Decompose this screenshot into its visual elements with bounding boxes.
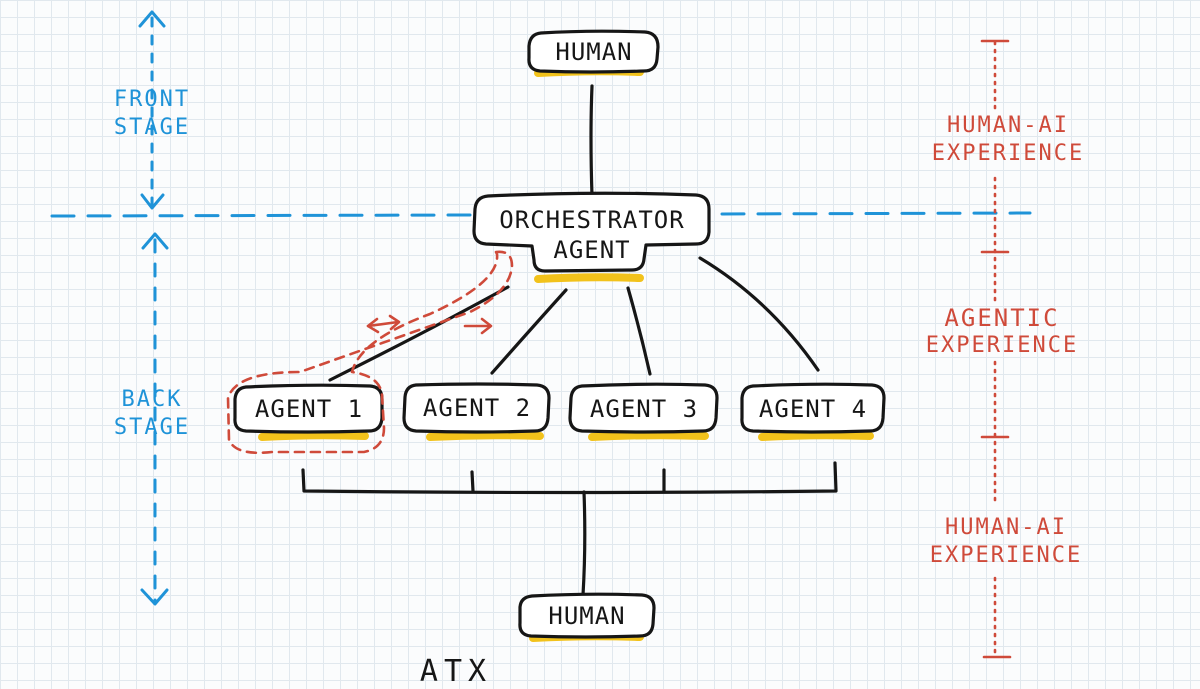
back-stage-label: BACK STAGE (92, 386, 212, 442)
human-ai-experience-bottom-line1: HUMAN-AI (945, 515, 1067, 540)
front-stage-line1: FRONT (113, 87, 191, 112)
agentic-experience-label: AGENTIC EXPERIENCE (902, 304, 1102, 360)
human-to-orchestrator-line (589, 84, 594, 198)
human-ai-experience-top-label: HUMAN-AI EXPERIENCE (908, 112, 1108, 168)
orchestrator-agent-node: ORCHESTRATOR AGENT (474, 200, 710, 270)
human-ai-experience-bottom-label: HUMAN-AI EXPERIENCE (906, 514, 1106, 570)
human-ai-experience-bottom-line2: EXPERIENCE (929, 543, 1083, 568)
human-bottom-label: HUMAN (548, 602, 626, 630)
agent-4-label: AGENT 4 (758, 394, 868, 423)
diagram-canvas (50, 10, 1032, 659)
agent-4-node: AGENT 4 (742, 388, 884, 429)
front-stage-label: FRONT STAGE (92, 86, 212, 142)
agentic-experience-line1: AGENTIC (944, 304, 1060, 332)
back-stage-line1: BACK (121, 387, 183, 412)
connector-lines (301, 84, 838, 597)
agent-2-node: AGENT 2 (405, 387, 549, 429)
orchestrator-to-agent4-line (698, 256, 820, 372)
orchestrator-to-agent3-line (626, 286, 652, 376)
agent-1-label: AGENT 1 (254, 395, 364, 423)
human-ai-experience-top-line2: EXPERIENCE (931, 141, 1085, 166)
footer-partial-text: ATX (396, 654, 516, 689)
human-bottom-node: HUMAN (520, 597, 654, 635)
agentic-experience-line2: EXPERIENCE (925, 333, 1079, 358)
bracket-to-human-line (581, 490, 587, 597)
back-stage-line2: STAGE (113, 415, 191, 440)
agent-2-label: AGENT 2 (422, 394, 532, 422)
human-top-label: HUMAN (555, 38, 633, 66)
agent-1-node: AGENT 1 (236, 389, 382, 429)
front-back-divider (50, 213, 472, 218)
agents-bracket (301, 461, 838, 495)
orchestrator-label-line2: AGENT (553, 236, 631, 264)
footer-text: ATX (419, 654, 493, 689)
orchestrator-label-line1: ORCHESTRATOR (499, 206, 685, 234)
node-boxes (233, 29, 886, 639)
agent-3-label: AGENT 3 (589, 394, 699, 423)
experience-scale (980, 39, 1012, 659)
front-stage-line2: STAGE (113, 115, 191, 140)
agent-3-node: AGENT 3 (571, 388, 717, 429)
human-top-node: HUMAN (530, 34, 658, 70)
orchestrator-to-agent2-line (490, 288, 568, 375)
agentic-path-outline (226, 250, 514, 455)
stage-markers (50, 10, 1032, 606)
human-ai-experience-top-line1: HUMAN-AI (947, 113, 1069, 138)
